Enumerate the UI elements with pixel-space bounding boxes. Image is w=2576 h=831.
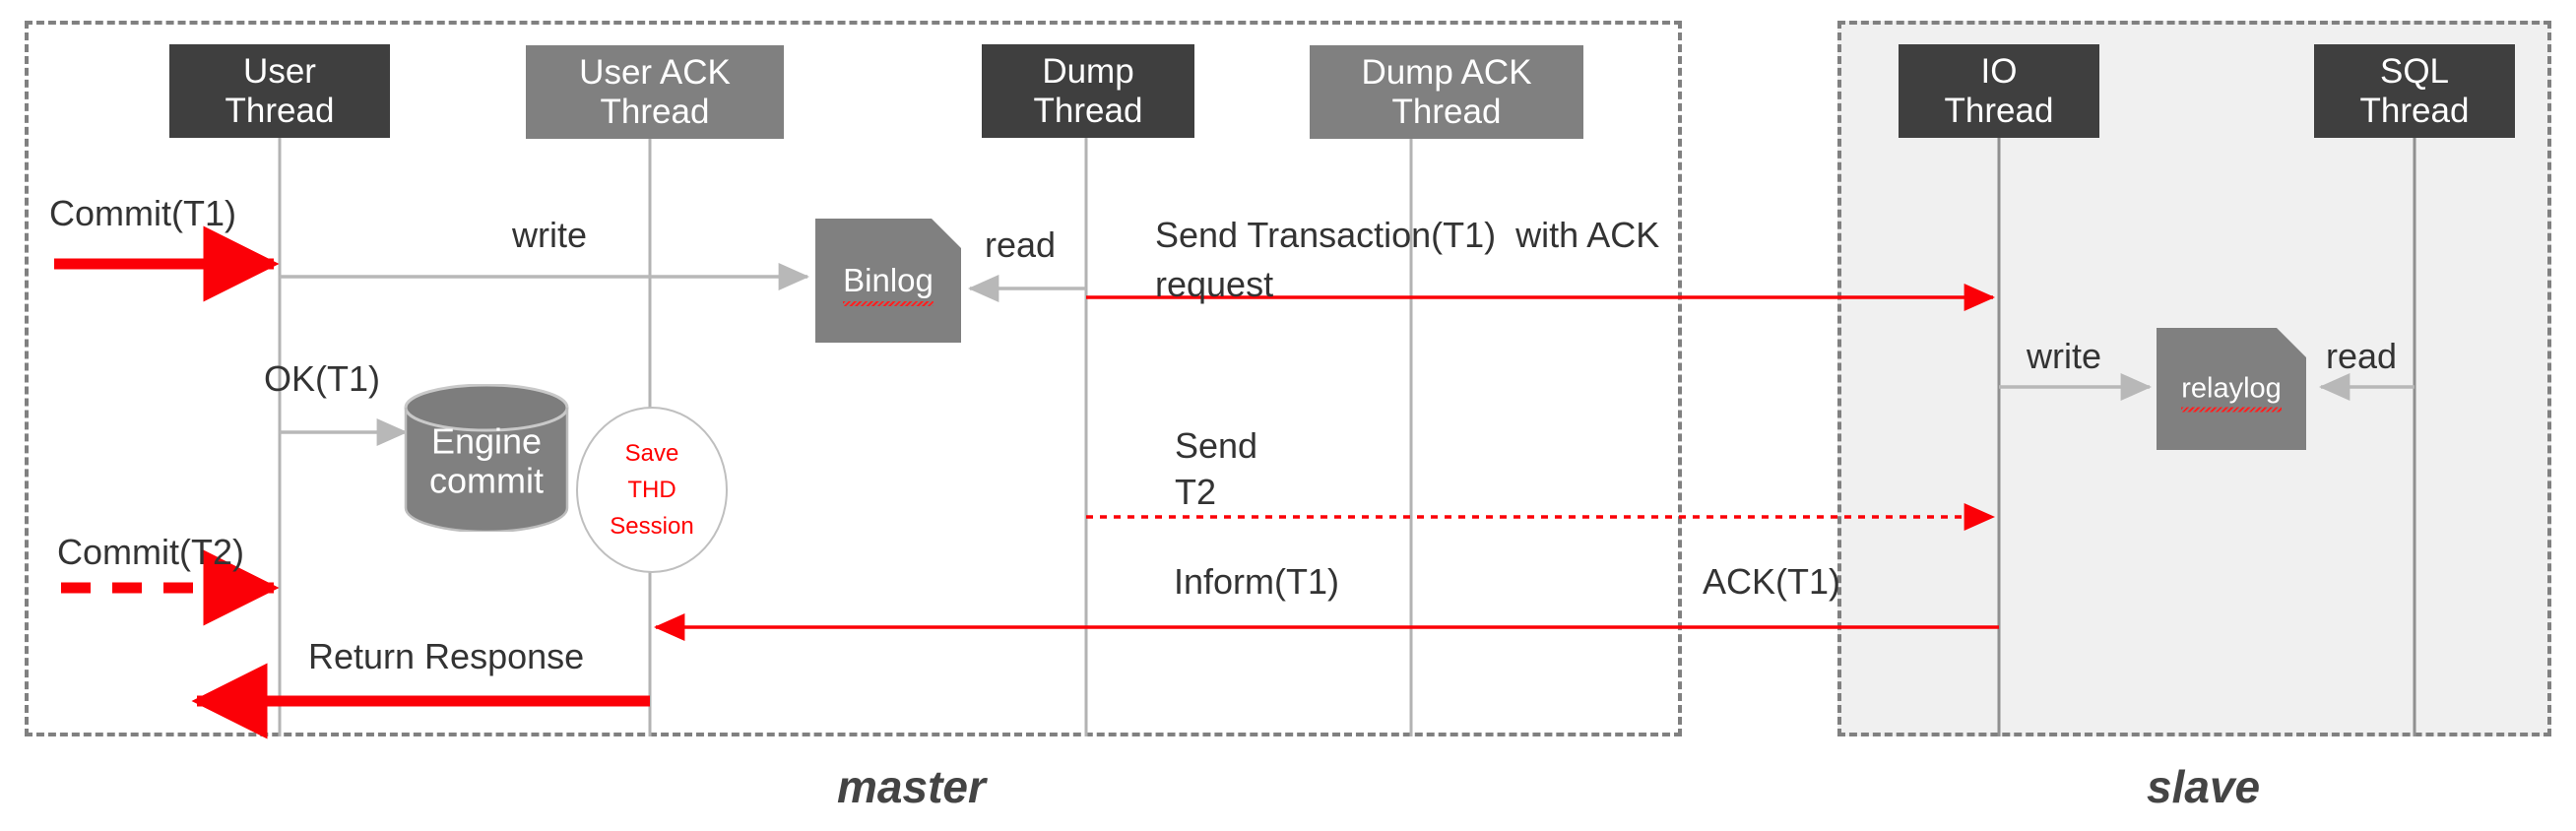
relaylog-icon: [2157, 328, 2306, 450]
engine-commit-line1: Engine: [430, 420, 543, 462]
label-inform-t1: Inform(T1): [1174, 561, 1340, 602]
thread-label-line1: Dump ACK: [1361, 53, 1532, 93]
database-cylinder-icon: [404, 383, 569, 534]
thread-box-dump-ack-thread[interactable]: Dump ACK Thread: [1310, 45, 1583, 139]
label-send-transaction-line1: Send Transaction(T1) with ACK: [1155, 215, 1660, 255]
thread-label-line1: User: [243, 52, 316, 92]
engine-commit-cylinder[interactable]: Engine commit: [404, 383, 569, 534]
thread-label-line2: Thread: [1033, 91, 1143, 130]
thread-box-user-thread[interactable]: User Thread: [169, 44, 390, 138]
relaylog-label-text: relaylog: [2181, 372, 2282, 413]
label-ok-t1: OK(T1): [264, 358, 381, 399]
thread-label-line2: Thread: [225, 91, 335, 130]
relaylog-document-shape[interactable]: relaylog: [2157, 328, 2306, 450]
save-thd-session-ellipse[interactable]: Save THD Session: [576, 407, 728, 573]
label-ack-t1: ACK(T1): [1703, 561, 1841, 602]
thread-box-dump-thread[interactable]: Dump Thread: [982, 44, 1194, 138]
thread-box-user-ack-thread[interactable]: User ACK Thread: [526, 45, 784, 139]
label-read-master: read: [985, 224, 1057, 265]
master-panel: [25, 21, 1682, 736]
label-write-slave: write: [2027, 336, 2102, 376]
thread-label-line1: SQL: [2379, 52, 2450, 92]
label-send-t2-line2: T2: [1175, 472, 1217, 512]
thread-label-line1: User ACK: [579, 53, 731, 93]
label-commit-t2: Commit(T2): [57, 532, 244, 572]
thread-label-line2: Thread: [1944, 91, 2054, 130]
relaylog-label: relaylog: [2157, 372, 2306, 413]
engine-commit-label: Engine commit: [404, 421, 569, 499]
thread-label-line2: Thread: [2359, 91, 2470, 130]
thread-label-line1: Dump: [1042, 52, 1134, 92]
engine-commit-line2: commit: [429, 460, 544, 500]
label-send-t2-line1: Send: [1175, 425, 1258, 466]
thread-box-io-thread[interactable]: IO Thread: [1899, 44, 2099, 138]
label-write-master: write: [512, 215, 588, 255]
label-return-response: Return Response: [308, 636, 585, 676]
binlog-label-text: Binlog: [843, 262, 934, 306]
thread-label-line2: Thread: [600, 92, 710, 131]
zone-label-slave: slave: [2147, 761, 2261, 812]
binlog-document-shape[interactable]: Binlog: [815, 219, 961, 343]
label-commit-t1: Commit(T1): [49, 193, 236, 233]
save-thd-line1: Save: [624, 439, 679, 467]
thread-label-line2: Thread: [1391, 92, 1502, 131]
save-thd-line3: Session: [610, 513, 694, 541]
label-read-slave: read: [2326, 336, 2398, 376]
thread-box-sql-thread[interactable]: SQL Thread: [2314, 44, 2515, 138]
zone-label-master: master: [837, 761, 986, 812]
slave-panel: [1837, 21, 2551, 736]
label-send-transaction-line2: request: [1155, 264, 1274, 304]
thread-label-line1: IO: [1980, 52, 2018, 92]
save-thd-line2: THD: [627, 476, 676, 503]
binlog-label: Binlog: [815, 262, 961, 306]
binlog-icon: [815, 219, 961, 343]
